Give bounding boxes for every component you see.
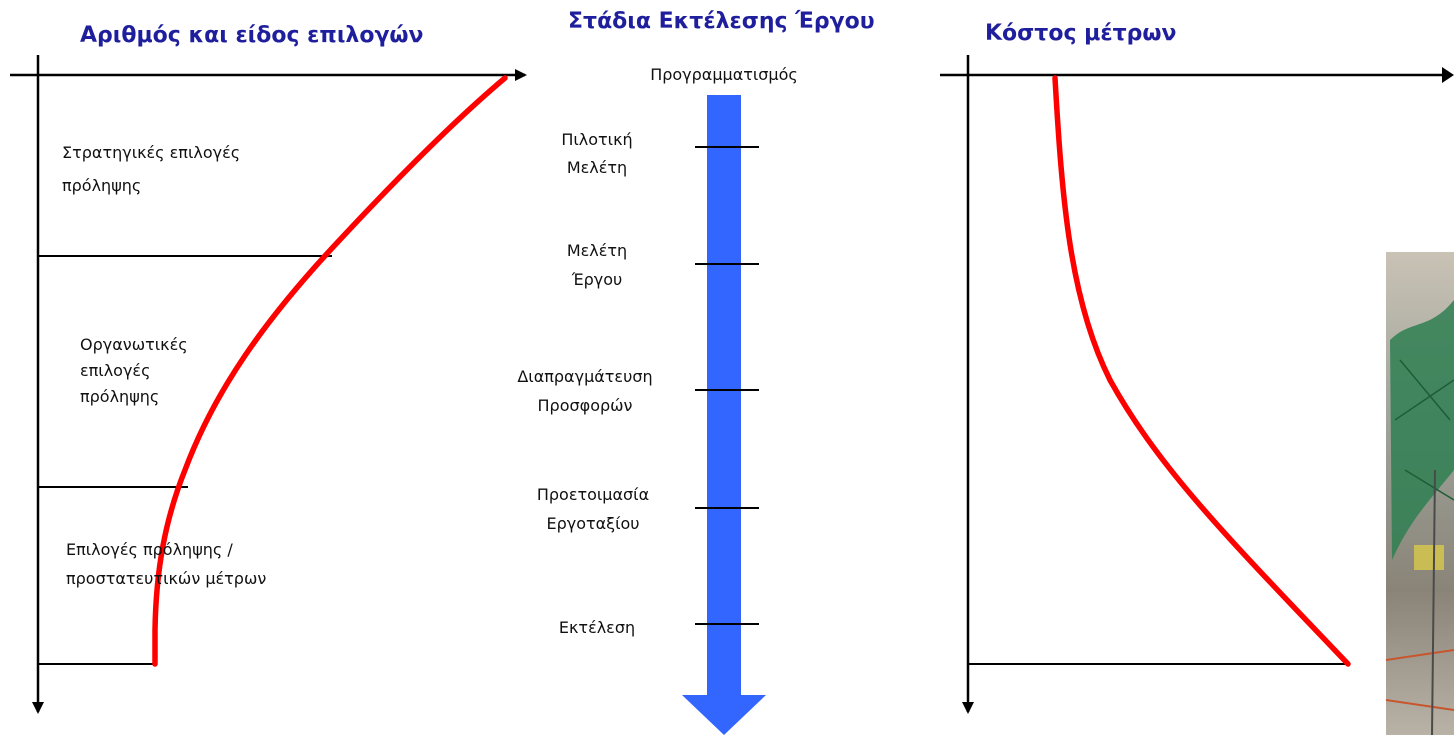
stage-label-2b: Έργου (571, 270, 623, 289)
stage-label-3b: Προσφορών (538, 396, 633, 415)
region-label-protective-1: Επιλογές πρόληψης / (66, 540, 233, 559)
region-label-strategic-1: Στρατηγικές επιλογές (62, 143, 240, 162)
floor-line-1 (1385, 649, 1454, 661)
green-net-shape (1390, 300, 1454, 560)
stage-label-2a: Μελέτη (567, 241, 627, 260)
floor-line-2 (1385, 699, 1454, 711)
stage-label-5: Εκτέλεση (559, 618, 635, 637)
stages-arrow-shaft (707, 95, 741, 695)
center-title: Στάδια Εκτέλεσης Έργου (568, 9, 875, 34)
right-chart (940, 55, 1454, 714)
stage-label-1a: Πιλοτική (561, 130, 632, 149)
stages-arrow-head (682, 695, 766, 735)
region-label-organizational-3: πρόληψης (80, 387, 159, 406)
cost-curve (1052, 75, 1351, 667)
left-title: Αριθμός και είδος επιλογών (80, 23, 424, 48)
region-label-protective-2: προστατευτικών μέτρων (66, 569, 266, 588)
region-label-strategic-2: πρόληψης (62, 176, 141, 195)
stage-label-1b: Μελέτη (567, 158, 627, 177)
construction-photo (1385, 252, 1454, 735)
right-title: Κόστος μέτρων (985, 21, 1176, 46)
stage-label-4b: Εργοταξίου (546, 514, 639, 533)
worker-shape (1414, 545, 1444, 570)
stage-label-3a: Διαπραγμάτευση (517, 367, 652, 386)
stage-start-label: Προγραμματισμός (650, 65, 798, 84)
stages-timeline: Προγραμματισμός Πιλοτική Μελέτη Μελέτη Έ… (517, 65, 798, 735)
region-label-organizational-2: επιλογές (80, 361, 150, 380)
right-x-axis-arrowhead (1442, 67, 1454, 83)
stage-label-4a: Προετοιμασία (537, 485, 649, 504)
region-label-organizational-1: Οργανωτικές (80, 335, 188, 354)
net-strands (1394, 359, 1454, 501)
left-chart: Στρατηγικές επιλογές πρόληψης Οργανωτικέ… (10, 55, 527, 714)
options-curve (152, 75, 508, 667)
vertical-pole (1431, 469, 1436, 735)
